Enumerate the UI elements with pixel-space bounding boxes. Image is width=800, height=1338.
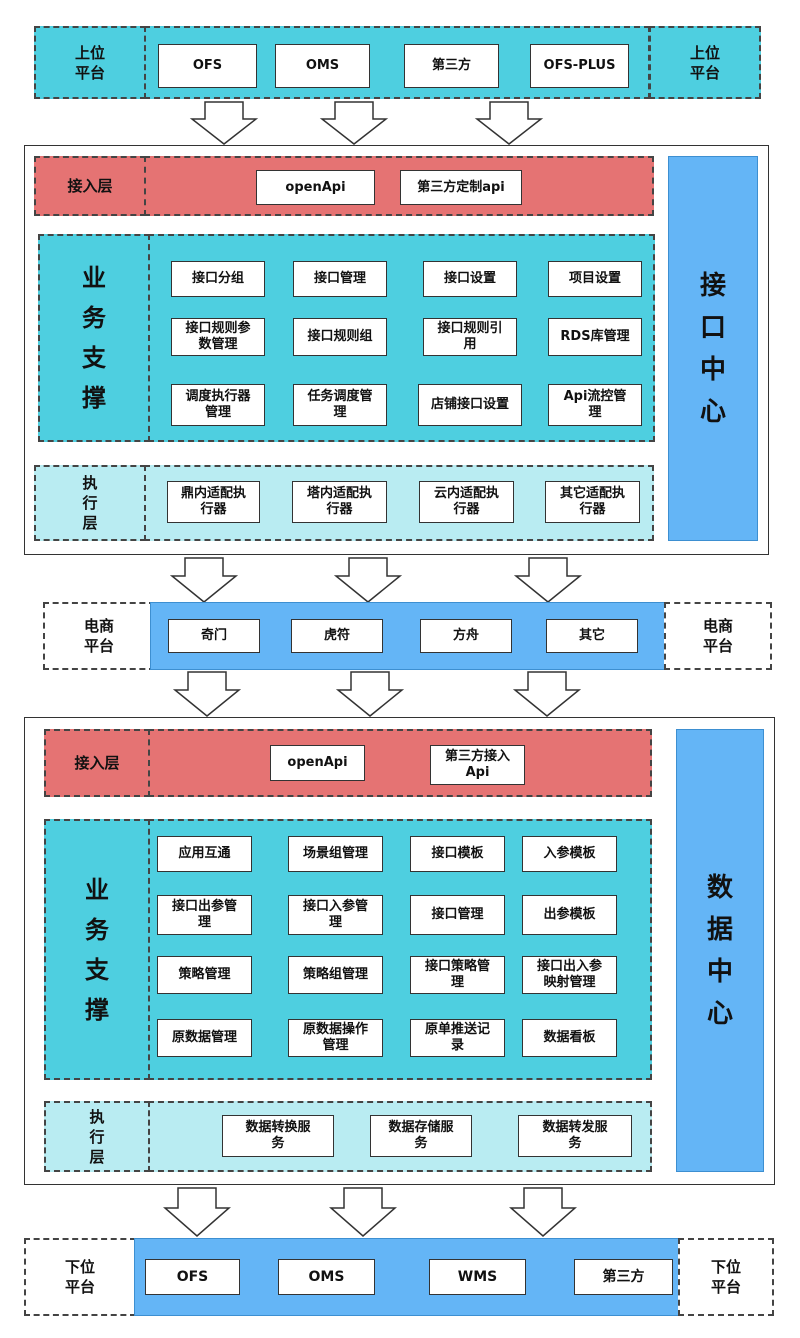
ic-access-third-party-api: 第三方定制api — [400, 170, 522, 205]
dc-exec-item-0: 数据转换服务 — [222, 1115, 334, 1157]
ic-access-openapi: openApi — [256, 170, 375, 205]
lower-platform-label-text-right: 下位平台 — [710, 1258, 741, 1296]
upper-item-ofs: OFS — [158, 44, 257, 88]
down-arrow-icon — [512, 671, 582, 717]
dc-business-label: 业务支撑 — [44, 819, 150, 1080]
ecommerce-item-qimen: 奇门 — [168, 619, 260, 653]
ic-access-layer-band — [144, 156, 654, 216]
dc-biz-r0c0: 应用互通 — [157, 836, 252, 872]
ic-exec-layer-label: 执行层 — [34, 465, 146, 541]
dc-exec-layer-label: 执行层 — [44, 1101, 150, 1172]
ic-biz-r2c0: 调度执行器管理 — [171, 384, 265, 426]
upper-item-third-party: 第三方 — [404, 44, 499, 88]
down-arrow-icon — [319, 101, 389, 145]
lower-item-third-party: 第三方 — [574, 1259, 673, 1295]
ecommerce-item-hufu: 虎符 — [291, 619, 383, 653]
down-arrow-icon — [509, 1187, 577, 1237]
interface-center-title: 接口中心 — [668, 156, 758, 541]
dc-biz-r1c3: 出参模板 — [522, 895, 617, 935]
dc-biz-r2c1: 策略组管理 — [288, 956, 383, 994]
down-arrow-icon — [333, 557, 403, 603]
ecommerce-item-other: 其它 — [546, 619, 638, 653]
dc-biz-r0c2: 接口模板 — [410, 836, 505, 872]
dc-biz-r2c3: 接口出入参映射管理 — [522, 956, 617, 994]
upper-item-oms: OMS — [275, 44, 370, 88]
ic-exec-item-1: 塔内适配执行器 — [292, 481, 387, 523]
down-arrow-icon — [335, 671, 405, 717]
down-arrow-icon — [172, 671, 242, 717]
ic-exec-item-2: 云内适配执行器 — [419, 481, 514, 523]
data-center-title-text: 数据中心 — [706, 872, 733, 1029]
dc-biz-r2c0: 策略管理 — [157, 956, 252, 994]
ic-biz-r1c3: RDS库管理 — [548, 318, 642, 356]
ic-exec-item-0: 鼎内适配执行器 — [167, 481, 260, 523]
ecommerce-item-fangzhou: 方舟 — [420, 619, 512, 653]
down-arrow-icon — [474, 101, 544, 145]
dc-biz-r1c2: 接口管理 — [410, 895, 505, 935]
data-center-title: 数据中心 — [676, 729, 764, 1172]
dc-access-layer-label: 接入层 — [44, 729, 150, 797]
ic-biz-r1c2: 接口规则引用 — [423, 318, 517, 356]
upper-item-ofs-plus: OFS-PLUS — [530, 44, 629, 88]
dc-exec-item-2: 数据转发服务 — [518, 1115, 632, 1157]
dc-biz-r0c3: 入参模板 — [522, 836, 617, 872]
ic-biz-r2c2: 店铺接口设置 — [418, 384, 522, 426]
ic-business-label: 业务支撑 — [38, 234, 150, 442]
ic-biz-r0c2: 接口设置 — [423, 261, 517, 297]
ic-exec-layer-label-text: 执行层 — [82, 474, 98, 532]
ic-business-label-text: 业务支撑 — [82, 264, 106, 412]
lower-item-wms: WMS — [429, 1259, 526, 1295]
dc-biz-r3c1: 原数据操作管理 — [288, 1019, 383, 1057]
dc-biz-r3c3: 数据看板 — [522, 1019, 617, 1057]
down-arrow-icon — [169, 557, 239, 603]
ecommerce-label-text: 电商平台 — [83, 617, 114, 655]
dc-access-openapi: openApi — [270, 745, 365, 781]
ic-biz-r0c1: 接口管理 — [293, 261, 387, 297]
ecommerce-label-left: 电商平台 — [43, 602, 155, 670]
upper-platform-label-text: 上位平台 — [74, 43, 105, 82]
upper-platform-label-text-right: 上位平台 — [689, 43, 720, 82]
dc-biz-r3c0: 原数据管理 — [157, 1019, 252, 1057]
ic-biz-r1c0: 接口规则参数管理 — [171, 318, 265, 356]
dc-business-label-text: 业务支撑 — [85, 875, 109, 1024]
down-arrow-icon — [163, 1187, 231, 1237]
dc-access-layer-label-text: 接入层 — [74, 754, 120, 772]
ecommerce-label-text-right: 电商平台 — [702, 617, 733, 655]
ecommerce-label-right: 电商平台 — [664, 602, 772, 670]
dc-access-layer-band — [148, 729, 652, 797]
ic-access-layer-label: 接入层 — [34, 156, 146, 216]
interface-center-title-text: 接口中心 — [699, 270, 726, 427]
upper-platform-label-right: 上位平台 — [649, 26, 761, 99]
dc-exec-layer-label-text: 执行层 — [89, 1107, 105, 1166]
ic-biz-r2c3: Api流控管理 — [548, 384, 642, 426]
down-arrow-icon — [513, 557, 583, 603]
ic-biz-r1c1: 接口规则组 — [293, 318, 387, 356]
dc-biz-r0c1: 场景组管理 — [288, 836, 383, 872]
down-arrow-icon — [189, 101, 259, 145]
ic-access-layer-label-text: 接入层 — [67, 177, 113, 195]
down-arrow-icon — [329, 1187, 397, 1237]
ic-biz-r0c3: 项目设置 — [548, 261, 642, 297]
ic-exec-item-3: 其它适配执行器 — [545, 481, 640, 523]
dc-biz-r1c0: 接口出参管理 — [157, 895, 252, 935]
lower-item-ofs: OFS — [145, 1259, 240, 1295]
upper-platform-label-left: 上位平台 — [34, 26, 146, 99]
dc-biz-r1c1: 接口入参管理 — [288, 895, 383, 935]
dc-exec-item-1: 数据存储服务 — [370, 1115, 472, 1157]
ic-biz-r2c1: 任务调度管理 — [293, 384, 387, 426]
dc-biz-r2c2: 接口策略管理 — [410, 956, 505, 994]
lower-platform-label-right: 下位平台 — [678, 1238, 774, 1316]
dc-biz-r3c2: 原单推送记录 — [410, 1019, 505, 1057]
lower-platform-label-text: 下位平台 — [64, 1258, 95, 1296]
ic-biz-r0c0: 接口分组 — [171, 261, 265, 297]
lower-platform-label-left: 下位平台 — [24, 1238, 136, 1316]
lower-item-oms: OMS — [278, 1259, 375, 1295]
